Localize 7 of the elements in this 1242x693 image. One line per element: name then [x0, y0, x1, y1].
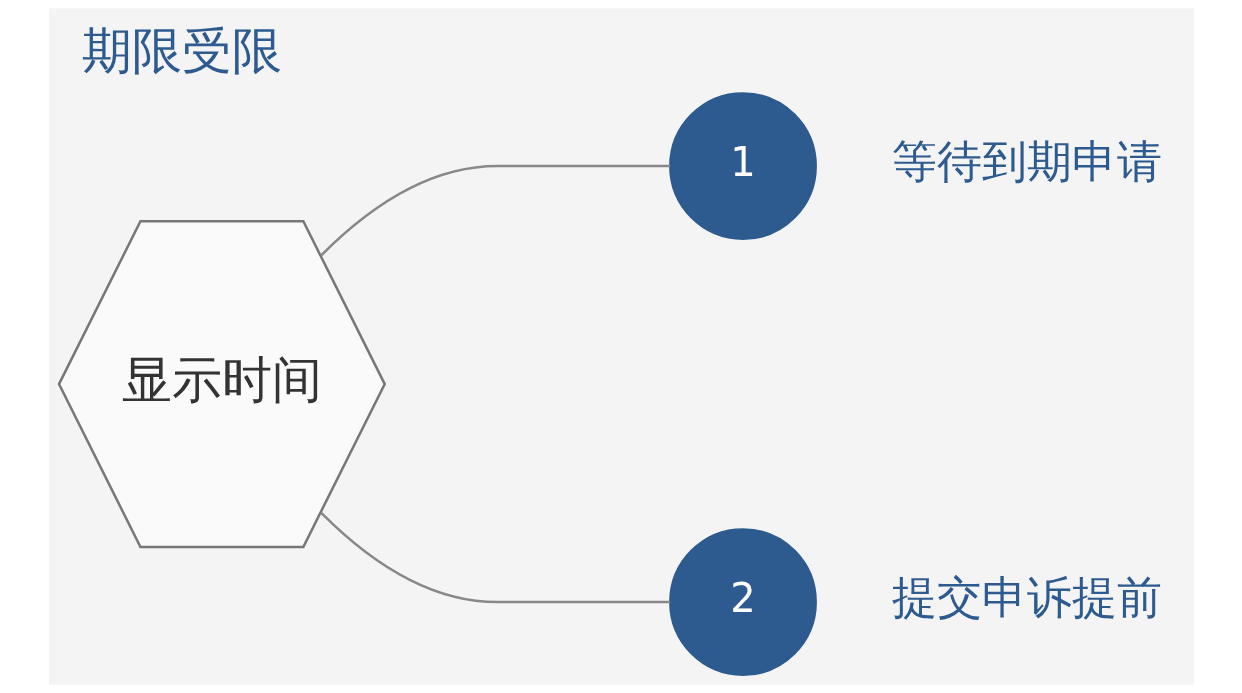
diagram-title: 期限受限 [81, 21, 282, 81]
node-circle: 2 [668, 528, 817, 676]
node-label: 提交申诉提前 [891, 571, 1162, 625]
connector [319, 511, 670, 604]
connector [319, 164, 670, 257]
node-label: 等待到期申请 [891, 135, 1162, 189]
node-circle: 1 [668, 92, 817, 240]
